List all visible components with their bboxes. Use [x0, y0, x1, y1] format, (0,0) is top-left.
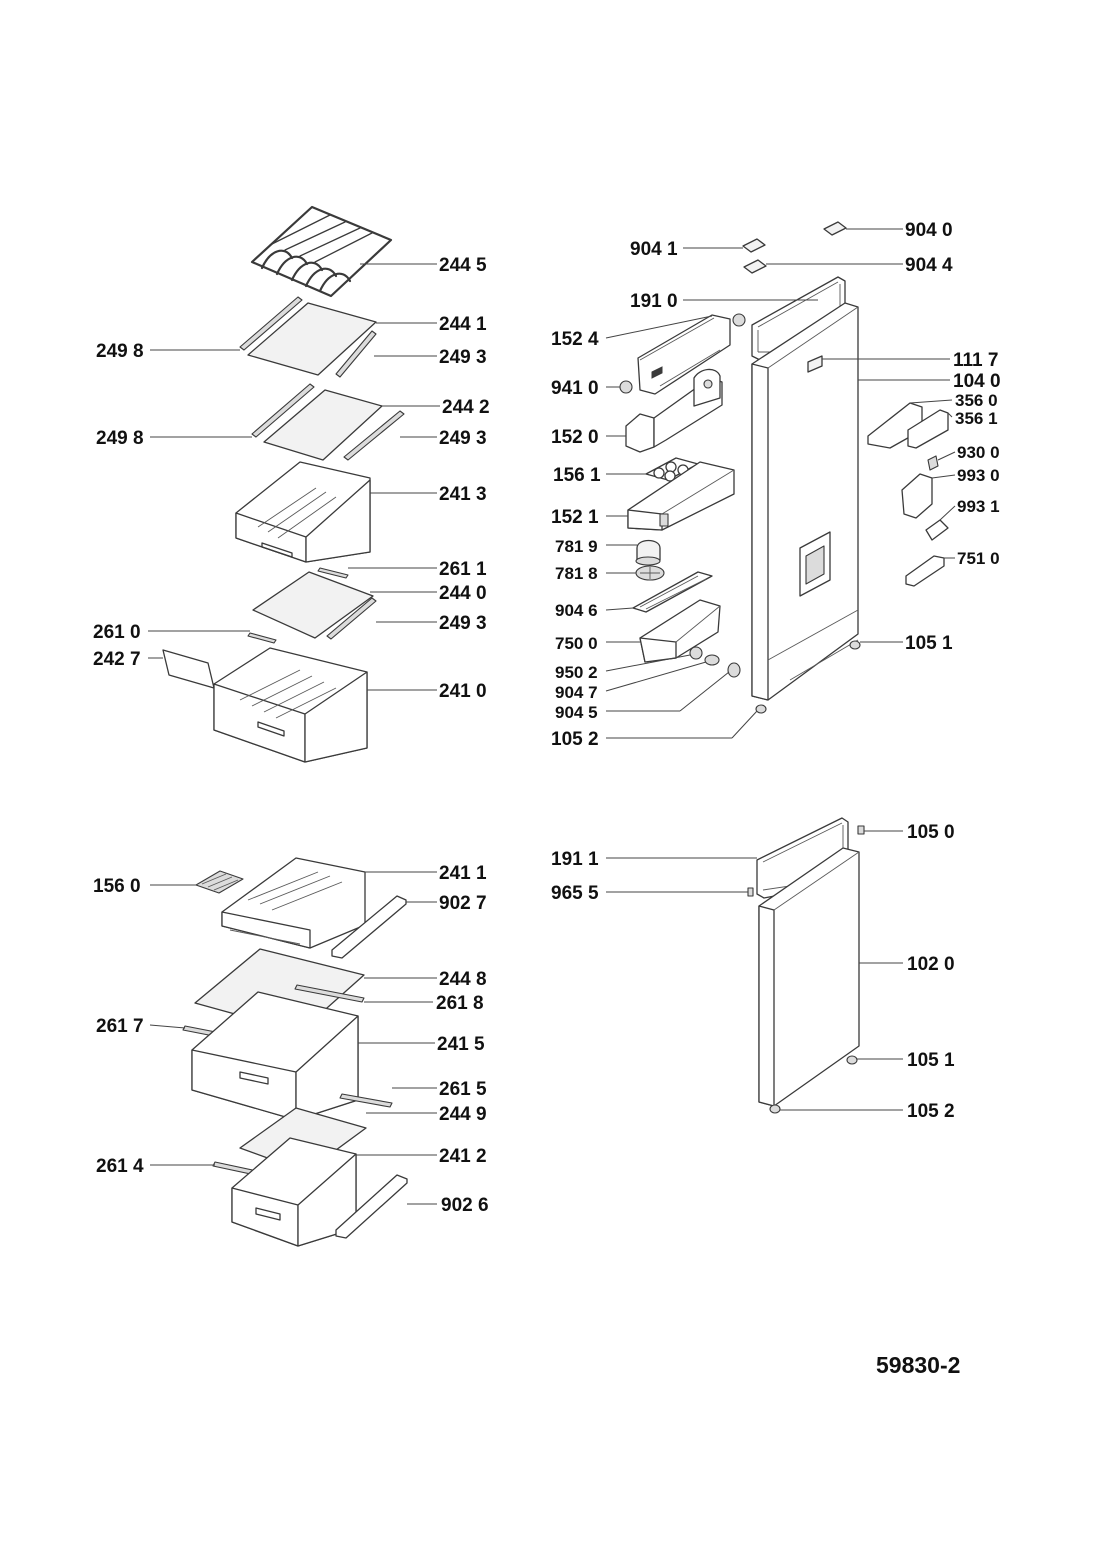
callout-152-1: 152 1 [551, 507, 599, 528]
callout-993-0: 993 0 [957, 466, 1000, 485]
callout-105-0: 105 0 [907, 822, 955, 843]
part-door-bin-152-4 [637, 314, 731, 395]
callout-105-2-upper: 105 2 [551, 729, 599, 750]
callout-244-8: 244 8 [439, 969, 487, 990]
part-bottle-rack [250, 205, 393, 298]
part-freezer-door-102-0 [758, 847, 860, 1107]
callout-241-0: 241 0 [439, 681, 487, 702]
callout-105-1-lower: 105 1 [907, 1050, 955, 1071]
callout-356-0: 356 0 [955, 391, 998, 410]
callout-249-8-lower: 249 8 [96, 428, 144, 449]
part-freezer-small-parts [747, 825, 865, 1114]
callout-241-1: 241 1 [439, 863, 487, 884]
part-clips-904 [742, 221, 847, 274]
callout-241-5: 241 5 [437, 1034, 485, 1055]
part-drawer-241-0 [213, 647, 368, 763]
callout-261-0: 261 0 [93, 622, 141, 643]
part-drawer-241-2 [231, 1137, 357, 1247]
callout-191-0: 191 0 [630, 291, 678, 312]
callout-152-4: 152 4 [551, 329, 599, 350]
part-egg-tray [645, 457, 699, 482]
callout-965-5: 965 5 [551, 883, 599, 904]
callout-902-7: 902 7 [439, 893, 487, 914]
callout-249-3-middle: 249 3 [439, 428, 487, 449]
callout-261-5: 261 5 [439, 1079, 487, 1100]
callout-904-6: 904 6 [555, 601, 598, 620]
part-frame-904-6 [632, 571, 713, 613]
callout-750-0: 750 0 [555, 634, 598, 653]
callout-904-1: 904 1 [630, 239, 678, 260]
part-781-9 [635, 539, 661, 566]
part-door-bin-152-0 [625, 368, 723, 453]
callout-950-2: 950 2 [555, 663, 598, 682]
part-rail-902-7 [331, 895, 407, 959]
part-glass-shelf-lower [247, 567, 377, 644]
callout-993-1: 993 1 [957, 497, 1000, 516]
callout-904-0: 904 0 [905, 220, 953, 241]
part-drawer-241-3 [235, 461, 371, 563]
callout-781-9: 781 9 [555, 537, 598, 556]
callout-261-8: 261 8 [436, 993, 484, 1014]
callout-249-8-upper: 249 8 [96, 341, 144, 362]
part-ice-tray [195, 870, 244, 894]
callout-249-3-upper: 249 3 [439, 347, 487, 368]
part-dispenser-lever [901, 455, 949, 587]
part-glass-shelf-upper [239, 296, 377, 378]
callout-902-6: 902 6 [441, 1195, 489, 1216]
callout-904-5: 904 5 [555, 703, 598, 722]
callout-242-7: 242 7 [93, 649, 141, 670]
callout-241-2: 241 2 [439, 1146, 487, 1167]
part-rail-902-6 [335, 1174, 408, 1239]
callout-244-1: 244 1 [439, 314, 487, 335]
callout-105-1-upper: 105 1 [905, 633, 953, 654]
part-781-8 [635, 565, 665, 581]
part-door-bin-152-1 [627, 461, 735, 531]
part-water-tank-750-0 [639, 599, 721, 663]
callout-244-2: 244 2 [442, 397, 490, 418]
callout-941-0: 941 0 [551, 378, 599, 399]
callout-249-3-lower: 249 3 [439, 613, 487, 634]
part-drawer-241-5 [191, 991, 359, 1121]
callout-156-1: 156 1 [553, 465, 601, 486]
callout-751-0: 751 0 [957, 549, 1000, 568]
leader-lines [148, 228, 956, 1205]
callout-102-0: 102 0 [907, 954, 955, 975]
part-dispenser-356 [867, 402, 949, 449]
part-drawer-241-1 [221, 857, 366, 949]
callout-241-3: 241 3 [439, 484, 487, 505]
callout-104-0: 104 0 [953, 371, 1001, 392]
callout-261-4: 261 4 [96, 1156, 144, 1177]
callout-930-0: 930 0 [957, 443, 1000, 462]
callout-111-7: 111 7 [953, 350, 998, 371]
callout-261-7: 261 7 [96, 1016, 144, 1037]
callout-244-5: 244 5 [439, 255, 487, 276]
diagram-id: 59830-2 [876, 1352, 960, 1378]
callout-152-0: 152 0 [551, 427, 599, 448]
callout-781-8: 781 8 [555, 564, 598, 583]
callout-105-2-lower: 105 2 [907, 1101, 955, 1122]
callout-244-0: 244 0 [439, 583, 487, 604]
part-941-0 [619, 313, 746, 394]
part-glass-shelf-middle [251, 383, 405, 461]
callout-356-1: 356 1 [955, 409, 998, 428]
part-divider-242-7 [162, 649, 215, 689]
callout-904-7: 904 7 [555, 683, 598, 702]
callout-156-0: 156 0 [93, 876, 141, 897]
part-strip-261-5 [339, 1093, 393, 1108]
part-hinge-parts [755, 640, 861, 714]
callout-261-1: 261 1 [439, 559, 487, 580]
callout-244-9: 244 9 [439, 1104, 487, 1125]
part-fridge-door-104-0 [751, 302, 859, 701]
part-valve-components [689, 646, 741, 678]
callout-904-4: 904 4 [905, 255, 953, 276]
callout-191-1: 191 1 [551, 849, 599, 870]
